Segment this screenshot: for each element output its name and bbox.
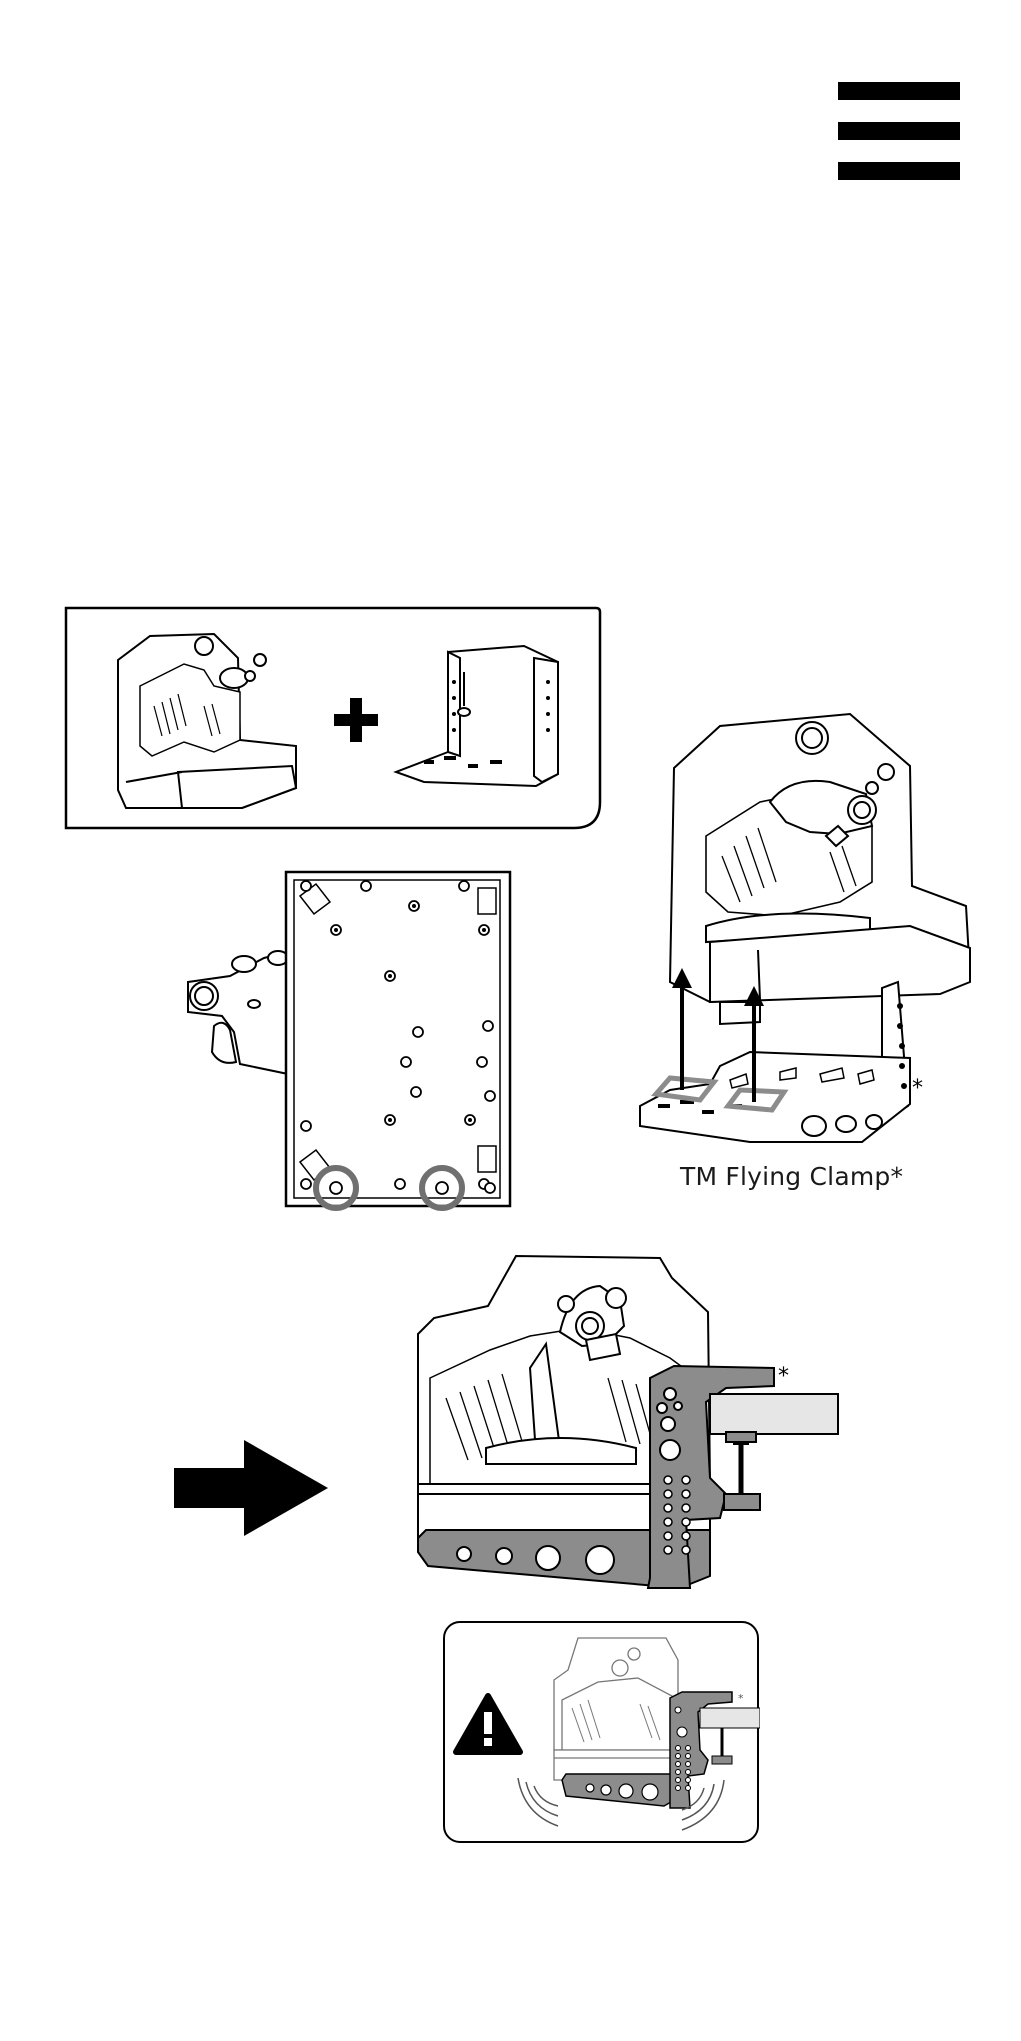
hamburger-menu-icon [838,82,960,180]
hamburger-menu-button[interactable] [838,82,960,180]
mounted-asterisk: * [778,1364,789,1389]
warning-box: * [442,1620,760,1844]
kit-contents-box [64,606,602,832]
assembly-view: * [610,706,990,1152]
tm-flying-clamp-caption: TM Flying Clamp* [680,1162,1000,1191]
arrow-right-icon [174,1440,328,1536]
warning-asterisk: * [738,1692,744,1705]
throttle-bottom-view [180,866,520,1212]
mounted-throttle-view: * [410,1248,840,1596]
assembly-asterisk: * [912,1076,923,1101]
